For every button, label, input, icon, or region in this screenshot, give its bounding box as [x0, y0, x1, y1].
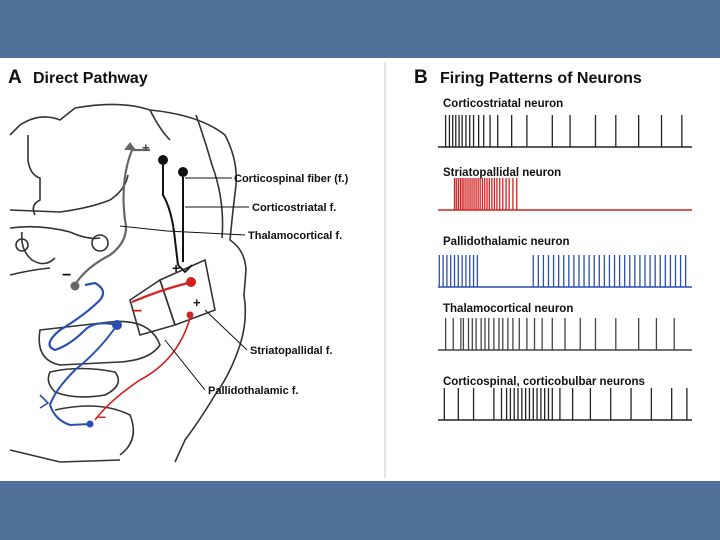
cortical-neuron-2	[178, 167, 188, 177]
label-corticostriatal: Corticostriatal f.	[252, 202, 336, 214]
trace-label: Corticostriatal neuron	[443, 98, 563, 110]
thalamocortical-pathway: +	[70, 140, 150, 291]
striatal-neuron	[186, 277, 196, 287]
callouts	[119, 177, 249, 391]
thalamic-neuron-gray	[70, 281, 80, 291]
minus-sign-red: −	[133, 303, 142, 320]
panel-b-title: Firing Patterns of Neurons	[440, 70, 642, 87]
plus-sign-pallidum: +	[193, 295, 201, 310]
label-thalamocortical: Thalamocortical f.	[248, 230, 342, 242]
pallidothalamic-pathway: −	[39, 267, 122, 428]
bottom-banner	[0, 481, 720, 540]
cortical-neuron-1	[158, 155, 168, 165]
plus-sign-striatum: +	[172, 260, 180, 276]
trace-label: Striatopallidal neuron	[443, 167, 561, 179]
trace-label: Thalamocortical neuron	[443, 303, 573, 315]
minus-sign-thalamus: −	[98, 409, 106, 425]
corticospinal-pathway: +	[158, 155, 193, 276]
label-pallidothalamic: Pallidothalamic f.	[208, 385, 298, 397]
trace-label: Corticospinal, corticobulbar neurons	[443, 376, 645, 388]
label-corticospinal: Corticospinal fiber (f.)	[234, 173, 349, 185]
panel-a-title: Direct Pathway	[33, 70, 148, 87]
top-banner	[0, 0, 720, 58]
striatopallidal-pathway: + − −	[94, 277, 201, 425]
plus-sign-cortex: +	[142, 140, 150, 155]
minus-sign-blue: −	[62, 267, 71, 284]
panel-a-letter: A	[8, 67, 22, 88]
label-striatopallidal: Striatopallidal f.	[250, 345, 333, 357]
trace-label: Pallidothalamic neuron	[443, 236, 570, 248]
panel-b-letter: B	[414, 67, 428, 88]
